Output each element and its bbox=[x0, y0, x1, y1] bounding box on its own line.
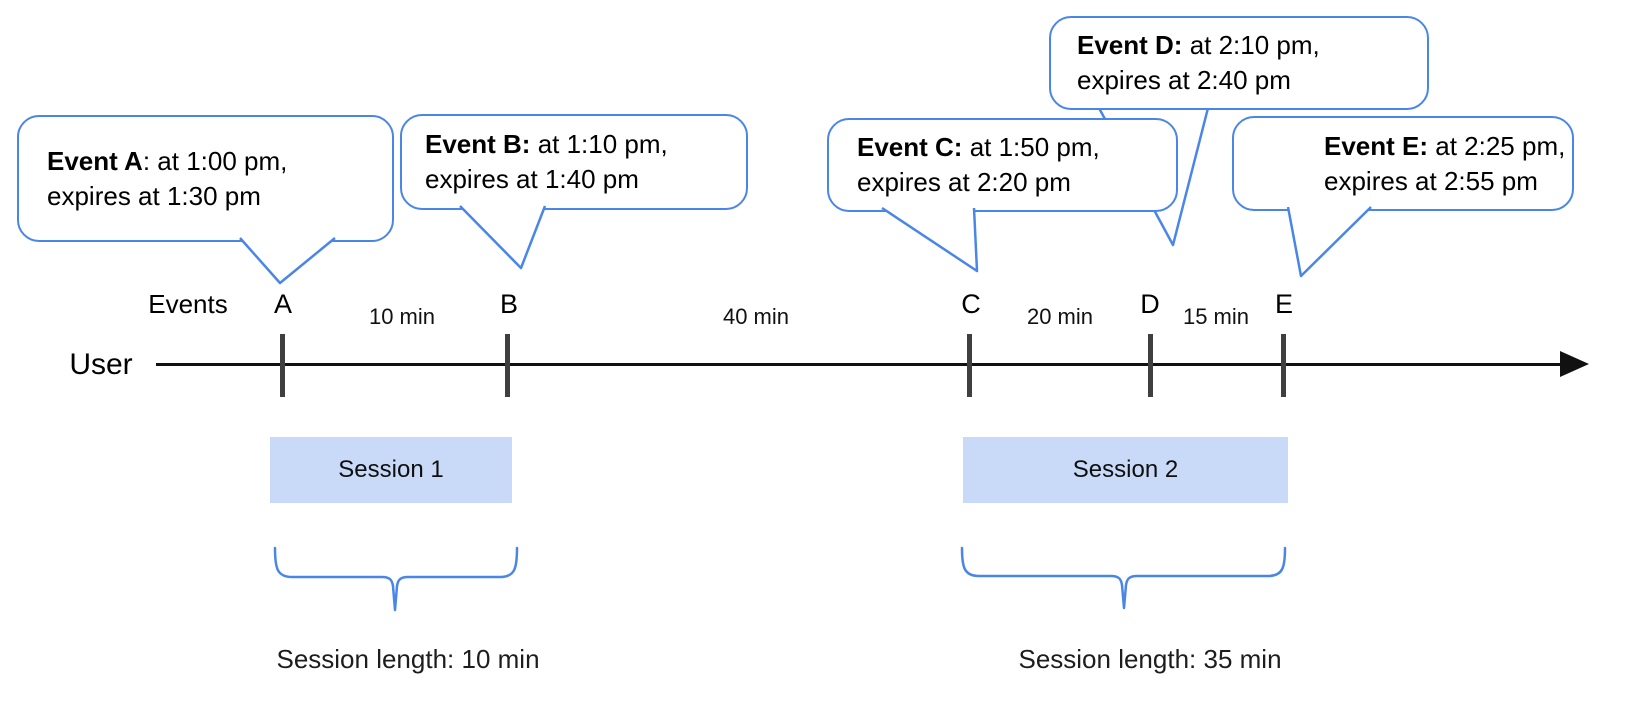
events-axis-label: Events bbox=[148, 289, 228, 319]
event-letter-d: D bbox=[1140, 289, 1160, 319]
callout-event-b-line1: Event B: at 1:10 pm, bbox=[425, 129, 668, 159]
callout-event-a-line1: Event A: at 1:00 pm, bbox=[47, 145, 288, 176]
callout-event-e-line1: Event E: at 2:25 pm, bbox=[1324, 130, 1566, 161]
session-2-box: Session 2 bbox=[963, 437, 1288, 503]
interval-label-d-e: 15 min bbox=[1182, 304, 1250, 329]
callout-event-a-line2: expires at 1:30 pm bbox=[47, 180, 261, 211]
event-tick-a bbox=[280, 334, 285, 397]
interval-label-c-d: 20 min bbox=[1026, 304, 1094, 329]
session-1-brace bbox=[273, 546, 519, 612]
callout-event-d-line2: expires at 2:40 pm bbox=[1077, 65, 1291, 95]
event-letter-b: B bbox=[499, 289, 519, 319]
session-1-length-caption: Session length: 10 min bbox=[276, 644, 540, 674]
interval-label-a-b: 10 min bbox=[368, 304, 436, 329]
callout-event-d-line1: Event D: at 2:10 pm, bbox=[1077, 30, 1320, 60]
callout-event-b-line2: expires at 1:40 pm bbox=[425, 164, 639, 194]
callout-event-a: Event A: at 1:00 pm, expires at 1:30 pm bbox=[17, 115, 394, 242]
event-tick-e bbox=[1281, 334, 1286, 397]
callout-b-tail bbox=[459, 205, 547, 270]
callout-event-d: Event D: at 2:10 pm, expires at 2:40 pm bbox=[1049, 16, 1429, 110]
event-tick-c bbox=[967, 334, 972, 397]
event-tick-d bbox=[1148, 334, 1153, 397]
callout-event-b: Event B: at 1:10 pm, expires at 1:40 pm bbox=[400, 114, 748, 210]
callout-event-c-line1: Event C: at 1:50 pm, bbox=[857, 132, 1100, 162]
session-2-brace bbox=[960, 546, 1287, 610]
session-2-label: Session 2 bbox=[1072, 456, 1179, 483]
callout-c-tail bbox=[881, 206, 979, 273]
callout-e-tail bbox=[1286, 206, 1372, 278]
event-letter-c: C bbox=[961, 289, 981, 319]
event-tick-b bbox=[505, 334, 510, 397]
session-1-label: Session 1 bbox=[338, 456, 444, 483]
event-letter-a: A bbox=[273, 289, 293, 319]
callout-event-c-line2: expires at 2:20 pm bbox=[857, 167, 1071, 197]
user-axis-label: User bbox=[69, 348, 133, 381]
session-2-length-caption: Session length: 35 min bbox=[1018, 644, 1282, 674]
callout-event-e-line2: expires at 2:55 pm bbox=[1324, 165, 1538, 196]
interval-label-b-c: 40 min bbox=[722, 304, 790, 329]
callout-a-tail bbox=[239, 237, 336, 285]
callout-event-c: Event C: at 1:50 pm, expires at 2:20 pm bbox=[827, 118, 1178, 212]
timeline-arrowhead bbox=[1560, 351, 1589, 377]
event-letter-e: E bbox=[1274, 289, 1294, 319]
timeline-line bbox=[156, 363, 1564, 366]
callout-event-e: Event E: at 2:25 pm, expires at 2:55 pm bbox=[1232, 116, 1574, 211]
session-1-box: Session 1 bbox=[270, 437, 512, 503]
